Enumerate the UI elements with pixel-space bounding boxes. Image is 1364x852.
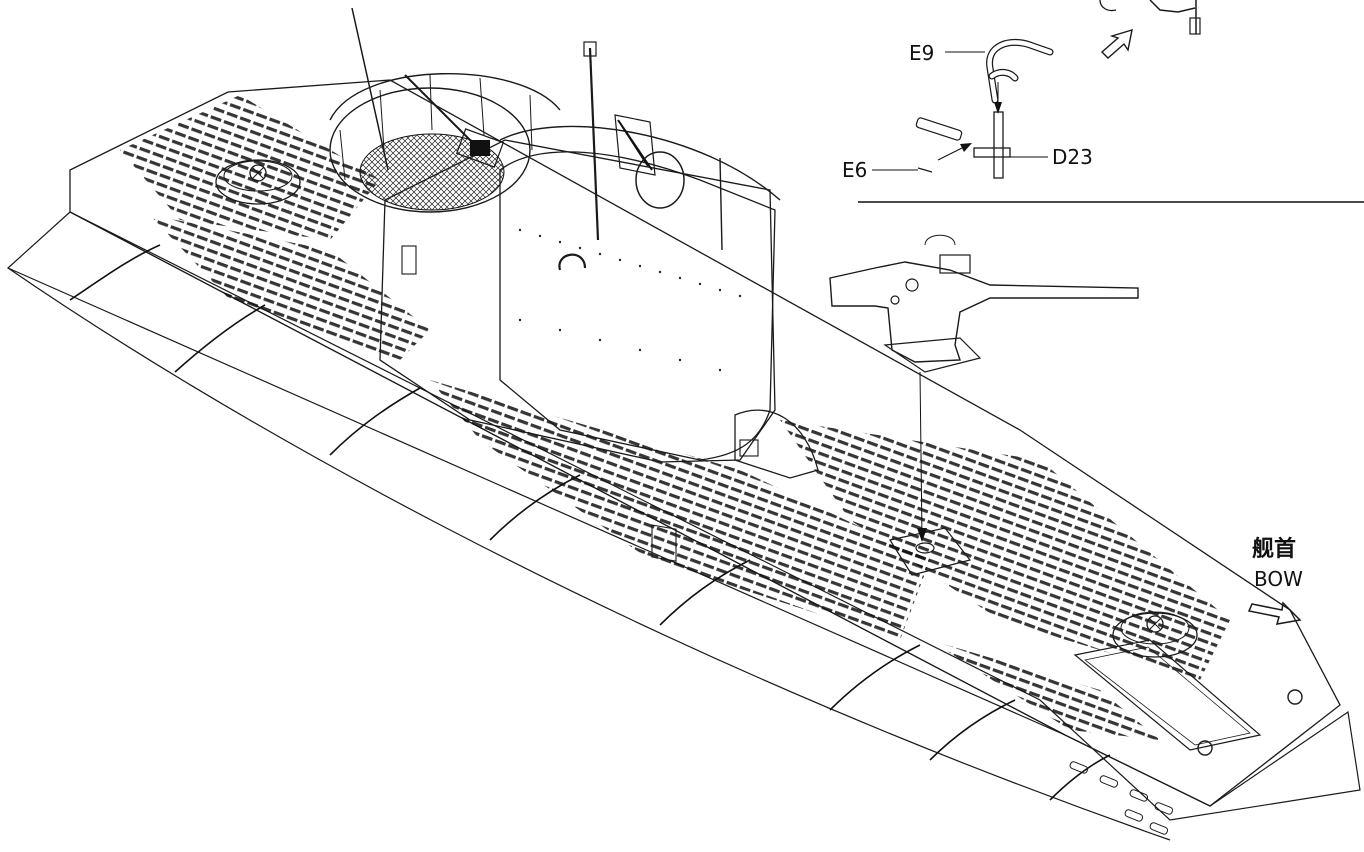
bow-label-chinese: 舰首 xyxy=(1252,536,1296,562)
callout-e6: E6 xyxy=(842,158,867,182)
gun-mount-socket xyxy=(889,527,972,576)
horseshoe-ring-icon xyxy=(558,253,587,271)
callout-e9: E9 xyxy=(909,41,934,65)
bow-arrow-icon xyxy=(1247,601,1302,625)
aft-hatch xyxy=(215,159,301,205)
side-vents xyxy=(1069,761,1174,835)
callout-d23: D23 xyxy=(1052,145,1093,169)
bow-label-english: BOW xyxy=(1254,567,1303,591)
deck-gun-assembly xyxy=(829,234,1139,542)
direction-arrow-icon xyxy=(1100,28,1133,59)
main-deck xyxy=(69,79,1341,835)
hull-frame-lines xyxy=(69,244,1111,801)
aa-platform xyxy=(329,7,561,213)
conning-tower xyxy=(379,139,819,562)
detail-inset: E9 E6 D23 xyxy=(842,0,1364,203)
bridge-rail xyxy=(499,41,781,251)
bow-indicator: 舰首 BOW xyxy=(1247,536,1303,625)
